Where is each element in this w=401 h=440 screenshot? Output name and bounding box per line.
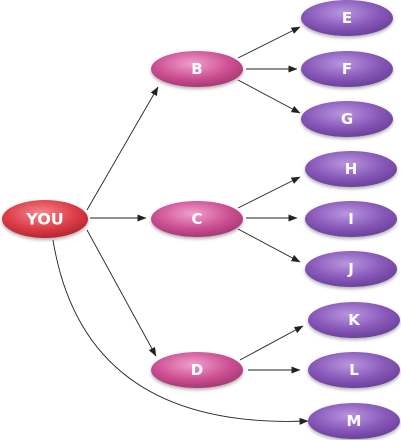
node-d-shape (151, 352, 243, 388)
node-i-shape (305, 201, 397, 237)
edge-you-d (86, 229, 157, 357)
node-g-label: G (341, 110, 353, 128)
node-f: F (301, 51, 393, 87)
node-m-label: M (347, 412, 362, 430)
node-c-shape (151, 201, 243, 237)
node-you: YOU (2, 200, 88, 238)
node-b-shape (151, 51, 243, 87)
node-l: L (308, 352, 400, 388)
edge-c-j (237, 228, 301, 263)
node-b-label: B (191, 60, 202, 78)
node-d-label: D (191, 361, 203, 379)
node-e: E (301, 0, 393, 36)
node-you-label: YOU (25, 210, 64, 229)
node-h-shape (305, 151, 397, 187)
node-l-label: L (349, 361, 359, 379)
node-j: J (305, 251, 397, 287)
node-e-label: E (342, 9, 352, 27)
node-m-shape (308, 403, 400, 439)
node-i: I (305, 201, 397, 237)
edge-c-h (237, 176, 301, 209)
node-k-shape (308, 302, 400, 338)
edges (52, 26, 309, 425)
edge-you-m (52, 239, 309, 425)
node-you-shape (2, 200, 88, 238)
node-f-shape (301, 51, 393, 87)
node-c: C (151, 201, 243, 237)
node-g: G (301, 101, 393, 137)
edge-d-k (239, 325, 304, 361)
node-h-label: H (345, 160, 358, 178)
node-l-shape (308, 352, 400, 388)
node-j-label: J (347, 260, 354, 278)
edge-b-e (237, 26, 301, 59)
node-g-shape (301, 101, 393, 137)
node-d: D (151, 352, 243, 388)
node-i-label: I (348, 210, 354, 228)
edge-b-g (237, 79, 301, 114)
node-c-label: C (191, 210, 202, 228)
node-k-label: K (348, 311, 361, 329)
node-h: H (305, 151, 397, 187)
node-m: M (308, 403, 400, 439)
node-f-label: F (342, 60, 352, 78)
node-k: K (308, 302, 400, 338)
node-e-shape (301, 0, 393, 36)
edge-you-b (86, 86, 159, 211)
node-j-shape (305, 251, 397, 287)
node-b: B (151, 51, 243, 87)
